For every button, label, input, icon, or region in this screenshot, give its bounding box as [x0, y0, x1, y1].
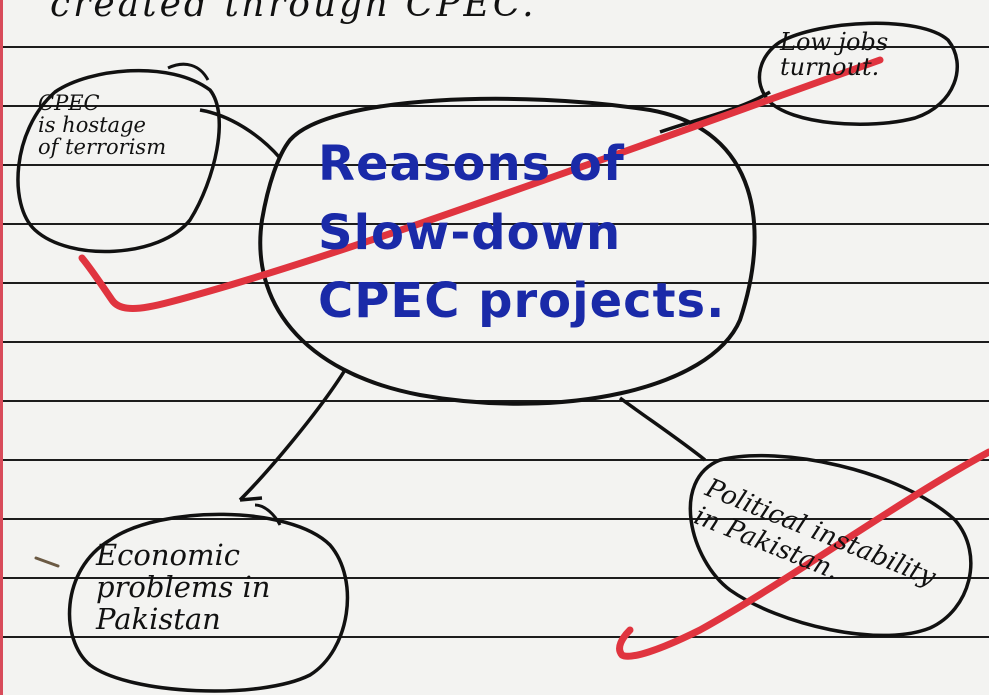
- branch-economic-text: Economic problems in Pakistan: [96, 538, 271, 636]
- connector-economic: [238, 369, 347, 502]
- branch-jobs-text: Low jobs turnout.: [780, 28, 889, 82]
- connector-terrorism: [199, 108, 282, 160]
- correction-mark-bottom: [616, 448, 989, 660]
- connector-political: [618, 396, 707, 462]
- margin-line: [0, 0, 3, 695]
- bubble-economic-tail: [254, 503, 282, 526]
- bubble-economic: [67, 512, 350, 693]
- header-text: created through CPEC.: [50, 0, 537, 25]
- branch-terrorism-text: CPEC is hostage of terrorism: [38, 91, 167, 160]
- center-title: Reasons of Slow-down CPEC projects.: [318, 136, 726, 330]
- correction-mark-top: [78, 56, 884, 312]
- bubble-terrorism: [16, 68, 221, 254]
- center-ellipse: [258, 96, 757, 406]
- bubble-terrorism-tail: [167, 62, 210, 81]
- pencil-smudge: [34, 556, 60, 568]
- bubble-political: [688, 453, 973, 638]
- connector-jobs: [659, 90, 771, 134]
- connector-economic-arrow: [239, 496, 263, 502]
- bubble-jobs: [757, 21, 959, 126]
